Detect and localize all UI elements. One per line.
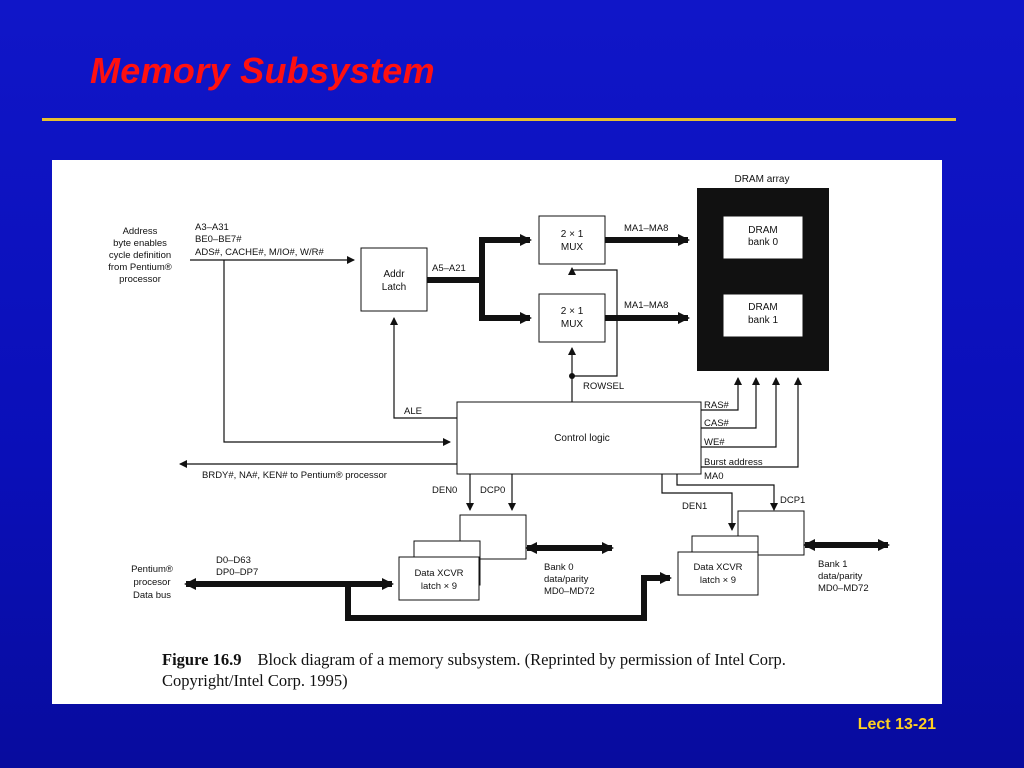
dcp1-label: DCP1 bbox=[780, 495, 805, 506]
control-logic: Control logic bbox=[456, 401, 702, 475]
title-underline bbox=[42, 118, 956, 121]
bank0-desc-3: MD0–MD72 bbox=[544, 586, 595, 597]
dram-array-label: DRAM array bbox=[734, 174, 789, 185]
databus-desc-1: Pentium® bbox=[131, 564, 173, 575]
input-signals: A3–A31 BE0–BE7# ADS#, CACHE#, M/IO#, W/R… bbox=[195, 222, 325, 258]
mux-top-line1: 2 × 1 bbox=[561, 229, 584, 240]
control-logic-label: Control logic bbox=[554, 433, 610, 444]
bank0-desc-2: data/parity bbox=[544, 574, 589, 585]
mux-top: 2 × 1 MUX bbox=[538, 215, 606, 265]
rowsel-label: ROWSEL bbox=[583, 381, 624, 392]
figure-panel: DRAM array DRAM bank 0 DRAM bank 1 2 × 1… bbox=[52, 160, 942, 704]
ale-label: ALE bbox=[404, 406, 422, 417]
addr-latch-line1: Addr bbox=[383, 269, 405, 280]
input-description: Address byte enables cycle definition fr… bbox=[108, 226, 172, 285]
memory-block-diagram: DRAM array DRAM bank 0 DRAM bank 1 2 × 1… bbox=[108, 174, 890, 621]
den1-label: DEN1 bbox=[682, 501, 707, 512]
brdy-label: BRDY#, NA#, KEN# to Pentium® processor bbox=[202, 470, 387, 481]
dram-bank-1-line1: DRAM bbox=[748, 302, 777, 313]
data-buses bbox=[184, 539, 890, 621]
addr-latch: Addr Latch bbox=[360, 247, 428, 312]
caption-text-1: Block diagram of a memory subsystem. (Re… bbox=[257, 650, 786, 669]
bank1-desc-2: data/parity bbox=[818, 571, 863, 582]
caption-text-2: Copyright/Intel Corp. 1995) bbox=[162, 671, 348, 690]
input-signal-3: ADS#, CACHE#, M/IO#, W/R# bbox=[195, 247, 325, 258]
xcvr0-line2: latch × 9 bbox=[421, 581, 457, 592]
a5-a21-label: A5–A21 bbox=[432, 263, 466, 274]
mux-top-line2: MUX bbox=[561, 242, 584, 253]
rowsel-junction bbox=[569, 373, 575, 379]
ras-label: RAS# bbox=[704, 400, 730, 411]
input-signal-2: BE0–BE7# bbox=[195, 234, 242, 245]
databus-desc-3: Data bus bbox=[133, 590, 171, 601]
databus-desc-2: procesor bbox=[134, 577, 171, 588]
input-desc-5: processor bbox=[119, 274, 161, 285]
den0-label: DEN0 bbox=[432, 485, 457, 496]
databus-description: Pentium® procesor Data bus bbox=[131, 564, 173, 601]
signal-labels: A5–A21 MA1–MA8 MA1–MA8 ROWSEL ALE RAS# C… bbox=[202, 223, 805, 512]
bank0-description: Bank 0 data/parity MD0–MD72 bbox=[544, 562, 595, 597]
bank1-desc-1: Bank 1 bbox=[818, 559, 848, 570]
ma0-label: MA0 bbox=[704, 471, 724, 482]
caption-line-1: Figure 16.9 Block diagram of a memory sub… bbox=[162, 649, 902, 670]
data-xcvr-0: Data XCVR latch × 9 bbox=[398, 514, 527, 601]
signal-wires bbox=[179, 256, 802, 531]
dram-bank-0-line2: bank 0 bbox=[748, 237, 778, 248]
ma-bottom-label: MA1–MA8 bbox=[624, 300, 668, 311]
dram-bank-1-line2: bank 1 bbox=[748, 315, 778, 326]
we-label: WE# bbox=[704, 437, 725, 448]
bank1-desc-3: MD0–MD72 bbox=[818, 583, 869, 594]
slide-title: Memory Subsystem bbox=[90, 50, 435, 91]
addr-latch-line2: Latch bbox=[382, 282, 406, 293]
dram-array bbox=[697, 188, 829, 371]
mux-bottom-line1: 2 × 1 bbox=[561, 306, 584, 317]
figure-caption: Figure 16.9 Block diagram of a memory sub… bbox=[162, 649, 902, 691]
slide-footer: Lect 13-21 bbox=[857, 716, 936, 733]
mux-bottom-line2: MUX bbox=[561, 319, 584, 330]
figure-number: Figure 16.9 bbox=[162, 650, 242, 669]
databus-signals: D0–D63 DP0–DP7 bbox=[216, 555, 258, 578]
xcvr1-line2: latch × 9 bbox=[700, 575, 736, 586]
dcp0-label: DCP0 bbox=[480, 485, 505, 496]
burst-address-label: Burst address bbox=[704, 457, 763, 468]
dram-bank-1: DRAM bank 1 bbox=[722, 293, 804, 338]
xcvr1-line1: Data XCVR bbox=[693, 562, 742, 573]
bank0-desc-1: Bank 0 bbox=[544, 562, 574, 573]
mux-bottom: 2 × 1 MUX bbox=[538, 293, 606, 343]
input-desc-3: cycle definition bbox=[109, 250, 171, 261]
address-buses bbox=[427, 234, 690, 324]
databus-signal-2: DP0–DP7 bbox=[216, 567, 258, 578]
ma-top-label: MA1–MA8 bbox=[624, 223, 668, 234]
bank1-description: Bank 1 data/parity MD0–MD72 bbox=[818, 559, 869, 594]
xcvr0-line1: Data XCVR bbox=[414, 568, 463, 579]
input-signal-1: A3–A31 bbox=[195, 222, 229, 233]
data-xcvr-1: Data XCVR latch × 9 bbox=[677, 510, 805, 596]
input-desc-4: from Pentium® bbox=[108, 262, 172, 273]
databus-signal-1: D0–D63 bbox=[216, 555, 251, 566]
dram-bank-0: DRAM bank 0 bbox=[722, 215, 804, 260]
cas-label: CAS# bbox=[704, 418, 730, 429]
input-desc-1: Address bbox=[123, 226, 158, 237]
dram-bank-0-line1: DRAM bbox=[748, 225, 777, 236]
input-desc-2: byte enables bbox=[113, 238, 167, 249]
